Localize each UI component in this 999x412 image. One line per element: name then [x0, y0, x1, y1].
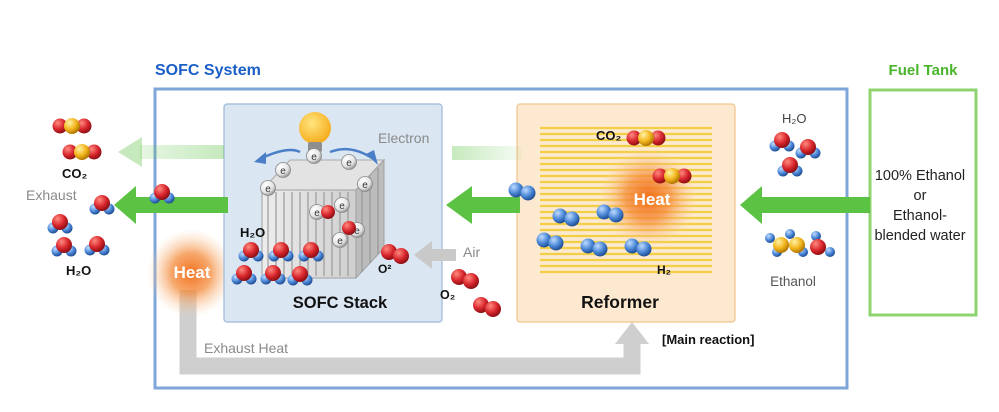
heat-label-reformer: Heat: [634, 190, 671, 209]
sofc-stack-title: SOFC Stack: [293, 294, 388, 312]
air-o2-molecules: [451, 269, 501, 317]
input-h2o-molecules: [769, 132, 821, 177]
heat-glow-left: [147, 229, 235, 317]
exhaust-heat-arrowhead: [615, 322, 649, 344]
stack-o2-label: O²: [378, 262, 391, 276]
reformer-co2-label: CO₂: [596, 128, 622, 143]
fuel-arrow-head: [740, 186, 762, 224]
fuel-line-2: or: [914, 188, 927, 204]
air-arrow-shaft: [430, 249, 456, 261]
ethanol-molecule: [765, 229, 835, 257]
electron-symbol: e: [346, 158, 352, 169]
exhaust-co2-molecule: [52, 118, 92, 134]
electron-symbol: e: [265, 184, 271, 195]
h2-arrow-head: [446, 186, 472, 224]
sofc-system-title: SOFC System: [155, 62, 261, 79]
reformer-co2-molecule: [626, 130, 666, 146]
electron-symbol: e: [362, 180, 368, 191]
exhaust-co2-molecule: [62, 144, 102, 160]
exhaust-h2o-label: H₂O: [66, 263, 91, 278]
reformer-title: Reformer: [581, 292, 659, 312]
reformer-h2-label: H₂: [657, 263, 671, 277]
electron-label: Electron: [378, 130, 429, 146]
electron-symbol: e: [354, 226, 360, 237]
ethanol-label: Ethanol: [770, 274, 816, 289]
electron-arc-right-head: [366, 150, 378, 165]
electron-symbol: e: [339, 201, 345, 212]
exhaust-arrow-head: [114, 186, 136, 224]
main-reaction-label: [Main reaction]: [662, 332, 754, 347]
exhaust-arrow-shaft: [134, 197, 228, 213]
electron-fade-bar: [452, 146, 522, 160]
electron-symbol: e: [337, 236, 343, 247]
heat-label-left: Heat: [174, 263, 211, 282]
fuel-line-4: blended water: [874, 228, 965, 244]
fuel-line-3: Ethanol-: [893, 208, 947, 224]
co2-exhaust-fade-bar: [140, 145, 224, 159]
input-h2o-label: H₂O: [782, 111, 807, 126]
stack-h2o-label: H₂O: [240, 225, 265, 240]
air-o2-label: O₂: [440, 288, 455, 302]
fuel-line-1: 100% Ethanol: [875, 168, 965, 184]
oxide-ions: [321, 205, 356, 235]
exhaust-heat-label: Exhaust Heat: [204, 340, 288, 356]
electron-arc-left: [261, 148, 301, 160]
electron-symbol: e: [314, 208, 320, 219]
air-arrow-head: [414, 241, 432, 269]
electron-symbol: e: [280, 166, 286, 177]
exhaust-co2-label: CO₂: [62, 166, 88, 181]
co2-exhaust-fade-head: [118, 137, 142, 167]
electron-group: e e e e e e e e e: [260, 148, 373, 248]
exhaust-heat-path: [179, 290, 641, 375]
electron-symbol: e: [311, 152, 317, 163]
h2-arrow-shaft: [470, 197, 520, 213]
air-label: Air: [463, 244, 480, 260]
exhaust-label: Exhaust: [26, 187, 77, 203]
fuel-arrow-shaft: [760, 197, 870, 213]
electron-arc-left-head: [254, 152, 266, 164]
fuel-tank-title: Fuel Tank: [889, 62, 959, 79]
reformer-co2-molecule: [652, 168, 692, 184]
sofc-system-frame: [153, 87, 849, 390]
exhaust-h2o-molecules: [47, 195, 115, 257]
